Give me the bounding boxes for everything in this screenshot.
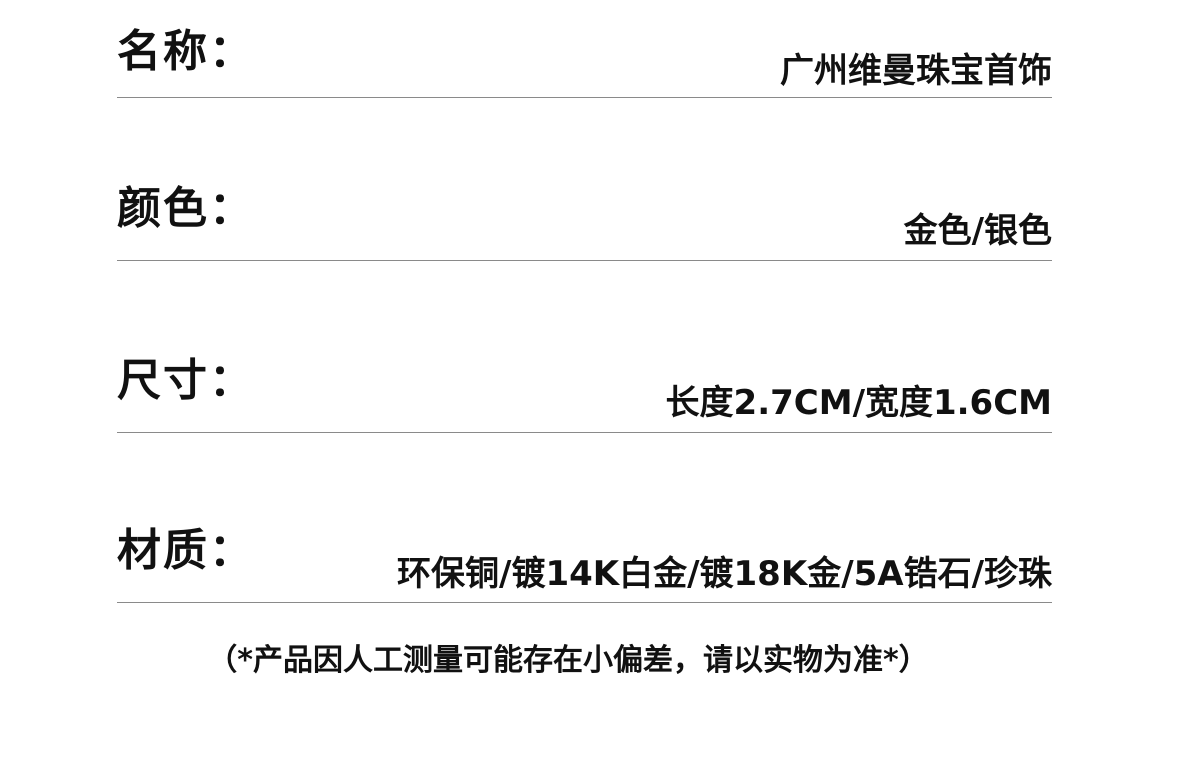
spec-value-color: 金色/银色 (903, 211, 1052, 251)
spec-row-color: 颜色： 金色/银色 (117, 183, 1052, 261)
spec-row-size: 尺寸： 长度2.7CM/宽度1.6CM (117, 355, 1052, 433)
spec-label-material: 材质： (117, 525, 255, 576)
spec-value-name: 广州维曼珠宝首饰 (780, 51, 1052, 91)
spec-row-name: 名称： 广州维曼珠宝首饰 (117, 20, 1052, 98)
spec-value-size: 长度2.7CM/宽度1.6CM (665, 383, 1052, 423)
spec-value-material: 环保铜/镀14K白金/镀18K金/5A锆石/珍珠 (397, 554, 1052, 594)
spec-row-material: 材质： 环保铜/镀14K白金/镀18K金/5A锆石/珍珠 (117, 525, 1052, 603)
spec-label-size: 尺寸： (117, 355, 255, 406)
spec-label-name: 名称： (117, 26, 255, 77)
measurement-disclaimer: （*产品因人工测量可能存在小偏差，请以实物为准*） (207, 643, 929, 678)
spec-label-color: 颜色： (117, 183, 255, 234)
